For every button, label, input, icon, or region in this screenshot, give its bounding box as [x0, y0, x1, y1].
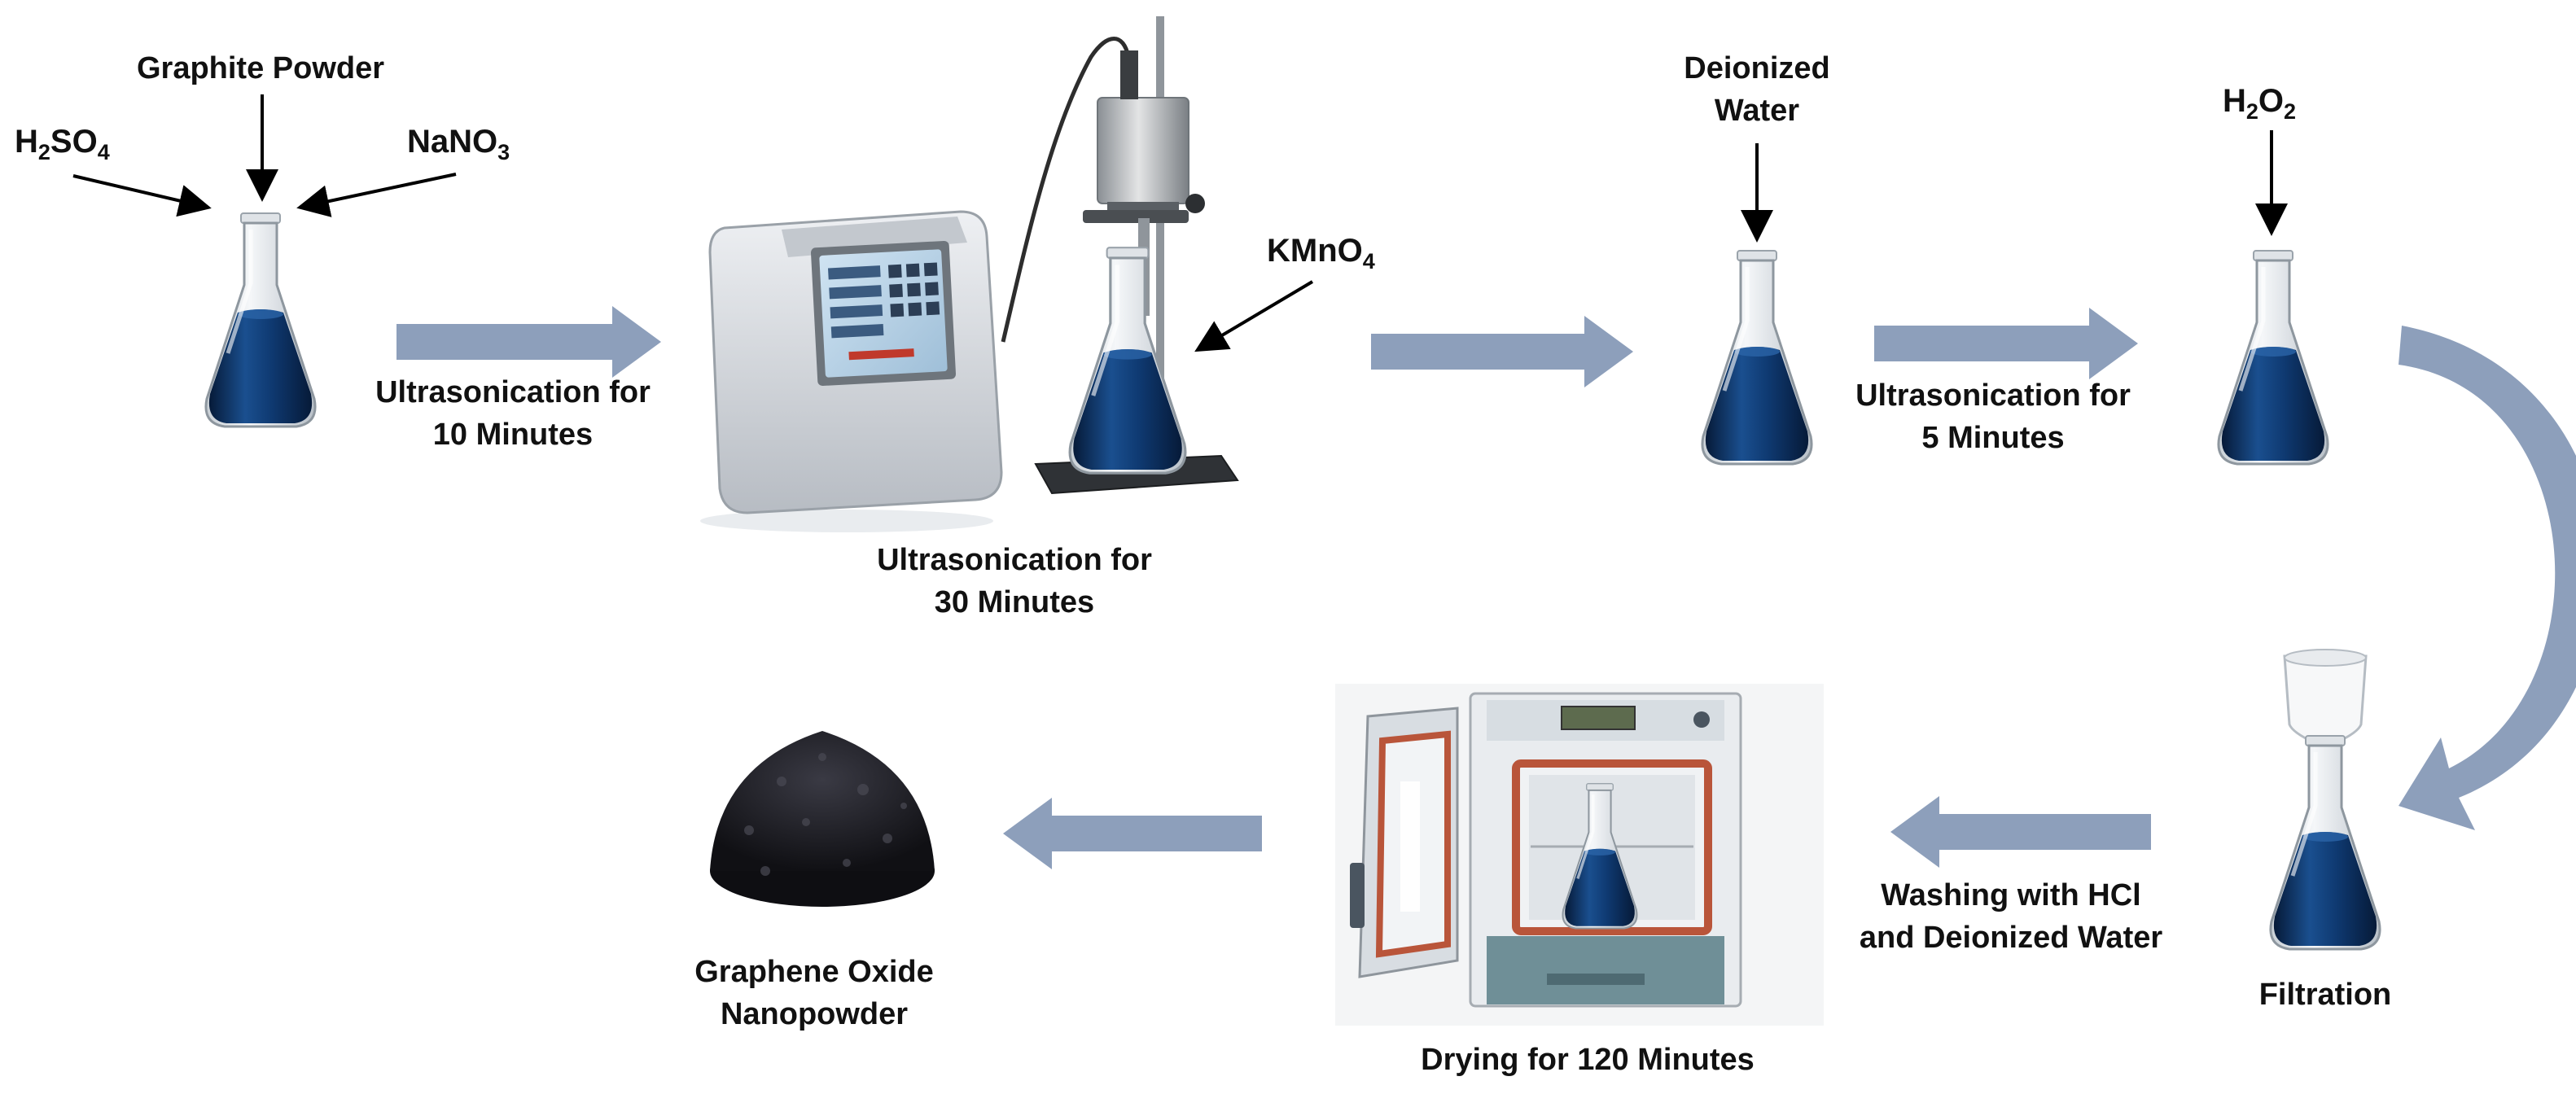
graphene-oxide-line2: Nanopowder	[720, 997, 909, 1031]
h2o2-sub2: 2	[2284, 99, 2297, 124]
sonication-10-line1: Ultrasonication for	[375, 375, 651, 409]
flow-arrow-2	[1371, 316, 1633, 387]
label-sonication-10: Ultrasonication for 10 Minutes	[342, 371, 684, 456]
sonication-30-line1: Ultrasonication for	[877, 543, 1152, 577]
flask-h2o2-icon	[2219, 251, 2328, 464]
h2o2-sub1: 2	[2245, 99, 2258, 124]
ultrasonicator-icon	[700, 37, 1131, 532]
flask-filtration-icon	[2271, 736, 2380, 949]
washing-line1: Washing with HCl	[1881, 878, 2141, 912]
sonication-10-line2: 10 Minutes	[432, 418, 594, 452]
flow-arrow-dry	[1003, 798, 1262, 869]
flow-arrow-curved	[2399, 326, 2576, 830]
sonication-5-line2: 5 Minutes	[1921, 421, 2065, 455]
flask-1-icon	[206, 213, 315, 427]
nano3-sub: 3	[497, 140, 510, 164]
powder-pile-icon	[710, 731, 935, 907]
label-sonication-30: Ultrasonication for 30 Minutes	[843, 539, 1185, 624]
label-deionized-water: Deionized Water	[1627, 47, 1887, 132]
label-kmno4: KMnO4	[1267, 230, 1375, 274]
drying-oven-icon	[1335, 684, 1824, 1026]
h2so4-base: H	[15, 124, 38, 160]
deionized-water-line1: Deionized	[1684, 51, 1830, 85]
flask-water-icon	[1702, 251, 1812, 464]
h2o2-base: H	[2223, 83, 2246, 119]
flow-arrow-wash	[1890, 796, 2151, 868]
flow-arrow-3	[1874, 308, 2138, 379]
label-washing: Washing with HCl and Deionized Water	[1824, 874, 2198, 959]
label-drying: Drying for 120 Minutes	[1421, 1043, 1755, 1077]
label-graphite-powder: Graphite Powder	[136, 51, 385, 85]
graphene-oxide-line1: Graphene Oxide	[694, 955, 934, 989]
label-nano3: NaNO3	[407, 120, 510, 164]
nano3-base: NaNO	[407, 124, 498, 160]
flask-kmno4-icon	[1070, 247, 1185, 473]
sonication-5-line1: Ultrasonication for	[1855, 379, 2131, 413]
kmno4-sub: 4	[1362, 249, 1375, 274]
h2so4-sub1: 2	[37, 140, 50, 164]
h2so4-sub2: 4	[97, 140, 110, 164]
pointer-kmno4	[1194, 280, 1314, 352]
flow-arrow-1	[396, 306, 661, 378]
pointer-h2so4	[72, 174, 212, 217]
h2o2-mid: O	[2258, 83, 2285, 119]
kmno4-base: KMnO	[1267, 233, 1363, 269]
label-h2o2: H2O2	[2223, 80, 2297, 124]
label-graphene-oxide: Graphene Oxide Nanopowder	[643, 951, 985, 1035]
ultrasonic-probe-icon	[1034, 16, 1239, 495]
label-h2so4: H2SO4	[15, 120, 110, 164]
label-filtration: Filtration	[2258, 978, 2392, 1012]
label-sonication-5: Ultrasonication for 5 Minutes	[1822, 374, 2164, 459]
h2so4-mid: SO	[50, 124, 98, 160]
pointer-nano3	[296, 173, 457, 217]
deionized-water-line2: Water	[1714, 94, 1800, 128]
sonication-30-line2: 30 Minutes	[934, 585, 1095, 619]
washing-line2: and Deionized Water	[1859, 921, 2163, 955]
